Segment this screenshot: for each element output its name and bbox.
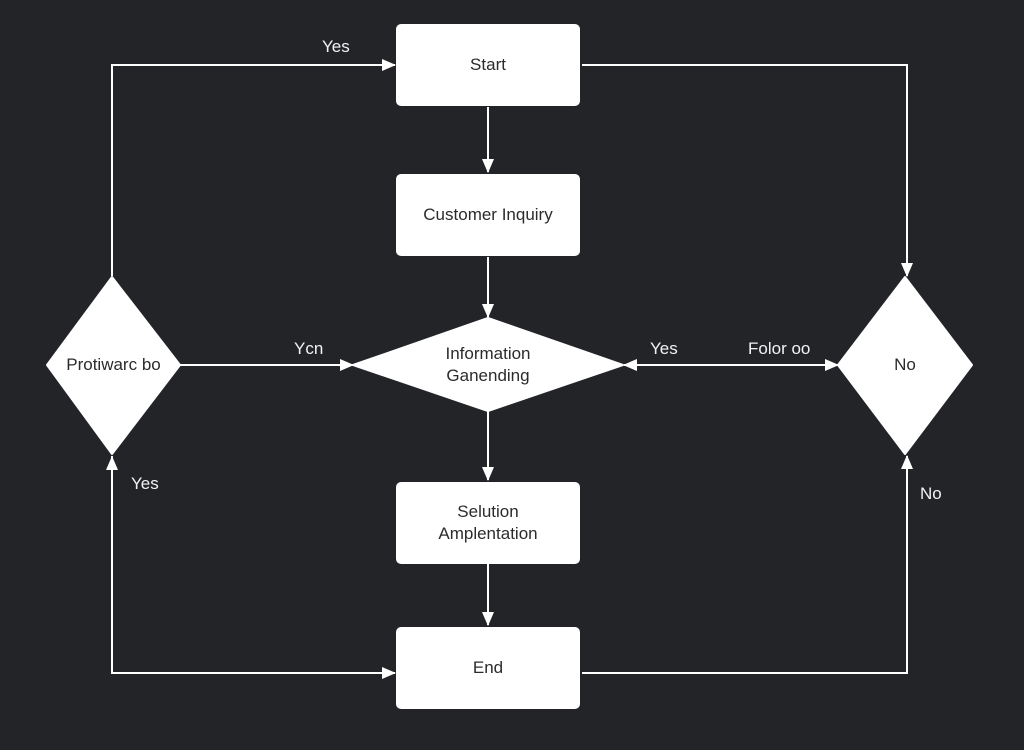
node-end-label: End bbox=[472, 658, 504, 677]
edge-label-bottom-right: No bbox=[920, 484, 942, 503]
node-customer-inquiry-label: Customer Inquiry bbox=[423, 205, 553, 224]
connector-end-to-right-decision bbox=[582, 455, 913, 674]
connector-left-loop-to-start bbox=[111, 59, 396, 276]
node-start-label: Start bbox=[470, 55, 506, 74]
node-solution-line-2: Amplentation bbox=[438, 524, 538, 543]
node-right-decision: No bbox=[860, 345, 950, 385]
node-start: Start bbox=[396, 24, 580, 106]
connector-start-to-right-decision bbox=[582, 64, 913, 277]
edge-label-top-left: Yes bbox=[322, 37, 350, 56]
edge-label-middle-right-follow: Folor oo bbox=[748, 339, 811, 358]
node-right-decision-label: No bbox=[894, 355, 916, 374]
edge-label-middle-left: Ycn bbox=[294, 339, 324, 358]
decision-diamond-left bbox=[46, 276, 181, 455]
node-information-gathering: Information Ganending bbox=[400, 342, 576, 388]
node-left-decision-label: Protiwarc bo bbox=[66, 355, 161, 374]
edge-label-middle-right-yes: Yes bbox=[650, 339, 678, 358]
node-solution-line-1: Selution bbox=[457, 502, 519, 521]
node-left-decision: Protiwarc bo bbox=[47, 345, 180, 385]
connector-left-bottom-loop bbox=[111, 456, 396, 679]
node-customer-inquiry: Customer Inquiry bbox=[396, 174, 580, 256]
node-gathering-line-1: Information bbox=[445, 344, 531, 363]
decision-diamond-right bbox=[837, 276, 973, 455]
node-solution-implementation: Selution Amplentation bbox=[396, 482, 580, 564]
node-end: End bbox=[396, 627, 580, 709]
decision-diamond-gathering bbox=[352, 317, 624, 412]
edge-label-bottom-left: Yes bbox=[131, 474, 159, 493]
node-gathering-line-2: Ganending bbox=[446, 366, 530, 385]
